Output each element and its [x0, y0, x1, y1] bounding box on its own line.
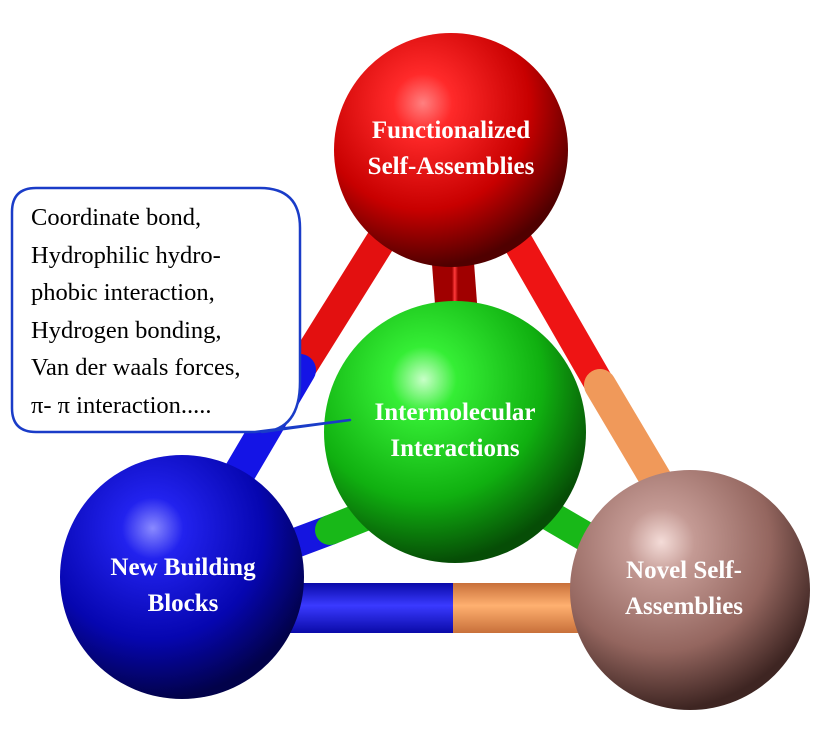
- label-center-line2: Interactions: [390, 435, 520, 462]
- label-intermolecular-interactions: Intermolecular Interactions: [374, 395, 535, 467]
- label-new-building-blocks: New Building Blocks: [110, 550, 255, 622]
- sphere-right-pink: [570, 470, 810, 710]
- label-functionalized-self-assemblies: Functionalized Self-Assemblies: [368, 113, 535, 185]
- label-left-line1: New Building: [110, 554, 256, 581]
- label-right-line1: Novel Self-: [626, 557, 742, 584]
- label-left-line2: Blocks: [147, 590, 219, 617]
- callout-line: Coordinate bond,: [31, 204, 202, 231]
- callout-line: phobic interaction,: [31, 279, 215, 306]
- callout-line: Hydrophilic hydro-: [31, 241, 221, 269]
- label-center-line1: Intermolecular: [374, 399, 536, 426]
- rod-top-right-red: [490, 205, 615, 400]
- label-novel-self-assemblies: Novel Self- Assemblies: [625, 553, 743, 625]
- label-right-line2: Assemblies: [624, 593, 744, 620]
- label-top-line1: Functionalized: [371, 117, 531, 144]
- sphere-left-blue: [60, 455, 304, 699]
- callout-bubble: [10, 186, 352, 434]
- callout-line: Van der waals forces,: [31, 354, 241, 381]
- sphere-top-red: [334, 33, 568, 267]
- callout-text: Coordinate bond, Hydrophilic hydro- phob…: [31, 199, 301, 424]
- label-top-line2: Self-Assemblies: [367, 153, 535, 180]
- callout-line: Hydrogen bonding,: [31, 316, 222, 344]
- sphere-center-green: [324, 301, 586, 563]
- callout-line: π- π interaction.....: [31, 391, 212, 419]
